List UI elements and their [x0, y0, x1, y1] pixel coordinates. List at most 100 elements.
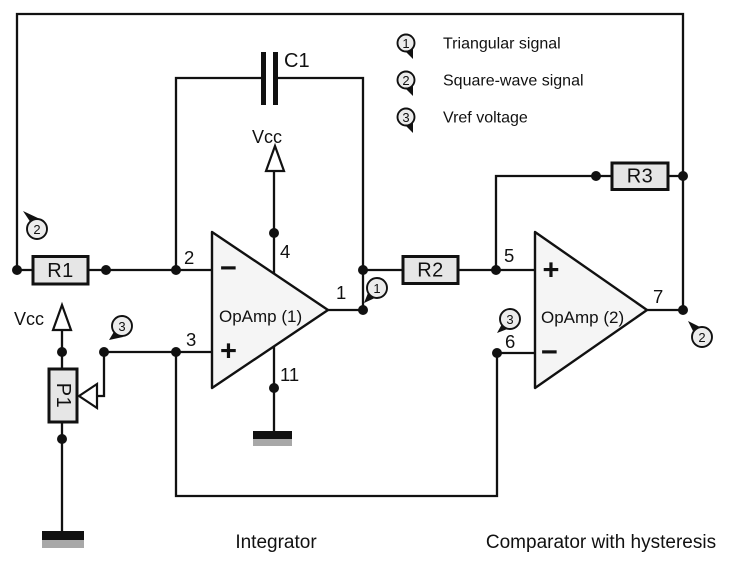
- opamp1-inverting-minus: −: [220, 253, 237, 285]
- pin-label-11: 11: [280, 364, 299, 385]
- vcc-top-arrow-icon: [264, 142, 286, 173]
- p1-body: [47, 367, 79, 424]
- junction-dot: [678, 171, 688, 181]
- junction-dot: [12, 265, 22, 275]
- vcc-supply-top: Vcc: [252, 127, 286, 173]
- legend-bubble-icon: [396, 33, 416, 53]
- legend-number: 2: [402, 73, 409, 88]
- legend-item-triangular: 1 Triangular signal: [396, 33, 561, 59]
- opamp2: OpAmp (2) + −: [533, 230, 649, 390]
- capacitor-c1: C1: [261, 50, 310, 105]
- legend: 1 Triangular signal 2 Square-wave signal…: [396, 33, 584, 133]
- pin-label-1: 1: [336, 282, 346, 303]
- ground-symbol-opamp1: [253, 431, 292, 446]
- junction-dot: [678, 305, 688, 315]
- junction-dot: [492, 348, 502, 358]
- opamp2-noninverting-plus: +: [543, 255, 560, 287]
- opamp2-inverting-minus: −: [541, 337, 558, 369]
- ground-shadow: [253, 439, 292, 446]
- opamp1-label: OpAmp (1): [219, 307, 302, 326]
- ground-bar-icon: [42, 531, 84, 540]
- legend-bubble-icon: [396, 107, 416, 127]
- resistor-r2: R2: [401, 255, 460, 285]
- opamp1-noninverting-plus: +: [220, 336, 237, 368]
- section-label-comparator: Comparator with hysteresis: [486, 532, 716, 553]
- callout-bubble-icon: [26, 218, 48, 240]
- junction-dot: [591, 171, 601, 181]
- junction-dot: [99, 347, 109, 357]
- junction-dot: [358, 305, 368, 315]
- potentiometer-p1: P1: [47, 367, 99, 424]
- callout-vref-in: 3: [109, 315, 133, 340]
- callout-number: 2: [698, 330, 705, 345]
- r1-label: R1: [47, 260, 74, 282]
- pin-label-3: 3: [186, 329, 196, 350]
- callout-number: 3: [506, 312, 513, 327]
- ground-shadow: [42, 540, 84, 548]
- junction-dot: [57, 434, 67, 444]
- junction-dot: [269, 228, 279, 238]
- junction-dot: [171, 347, 181, 357]
- vcc-left-arrow-icon: [51, 301, 73, 332]
- pin-label-5: 5: [504, 245, 514, 266]
- r2-label: R2: [417, 260, 444, 282]
- c1-label: C1: [284, 50, 310, 72]
- r1-body: [31, 255, 90, 286]
- p1-wiper-arrow-icon: [77, 381, 99, 411]
- opamp1: OpAmp (1) − +: [210, 230, 330, 390]
- callout-bubble-icon: [499, 308, 521, 330]
- junction-dot: [101, 265, 111, 275]
- ground-symbol-p1: [42, 531, 84, 548]
- r2-body: [401, 255, 460, 285]
- junction-dot: [269, 383, 279, 393]
- callout-square-feedback: 2: [23, 211, 48, 240]
- pin-label-7: 7: [653, 286, 663, 307]
- vcc-top-label: Vcc: [252, 127, 282, 147]
- wire-outer-feedback-loop: [15, 12, 685, 310]
- resistor-r3: R3: [610, 161, 670, 191]
- legend-label: Vref voltage: [443, 110, 528, 127]
- legend-number: 1: [402, 36, 409, 51]
- r3-body: [610, 161, 670, 191]
- junction-dot: [491, 265, 501, 275]
- callout-bubble-icon: [111, 315, 133, 337]
- junction-dot: [57, 347, 67, 357]
- vcc-left-label: Vcc: [14, 309, 44, 329]
- p1-label: P1: [52, 383, 74, 408]
- opamp2-label: OpAmp (2): [541, 308, 624, 327]
- callout-number: 1: [373, 281, 380, 296]
- junction-dot: [358, 265, 368, 275]
- callout-bubble-icon: [691, 326, 713, 348]
- legend-label: Triangular signal: [443, 36, 561, 53]
- vcc-supply-left: Vcc: [14, 301, 73, 332]
- callout-square-out: 2: [688, 321, 713, 348]
- r3-label: R3: [627, 166, 654, 188]
- legend-number: 3: [402, 110, 409, 125]
- wire-vref-feedback-bottom: [174, 351, 535, 498]
- legend-bubble-icon: [396, 70, 416, 90]
- c1-left-plate: [261, 52, 266, 105]
- resistor-r1: R1: [31, 255, 90, 286]
- junction-dots: [12, 171, 688, 444]
- pin-label-6: 6: [505, 331, 515, 352]
- wire-c1-feedback-loop: [174, 76, 365, 310]
- callout-triangular-out: 1: [364, 277, 388, 303]
- callout-bubble-icon: [366, 277, 388, 299]
- ground-bar-icon: [253, 431, 292, 439]
- legend-item-vref: 3 Vref voltage: [396, 107, 528, 133]
- wire-p1-wiper: [97, 352, 106, 398]
- callout-number: 3: [118, 319, 125, 334]
- callout-number: 2: [33, 222, 40, 237]
- section-label-integrator: Integrator: [235, 532, 317, 553]
- callout-tail-icon: [364, 293, 377, 303]
- callout-vref-cmp: 3: [497, 308, 521, 333]
- pin-label-2: 2: [184, 247, 194, 268]
- junction-dot: [171, 265, 181, 275]
- opamp1-triangle: [210, 230, 330, 390]
- c1-right-plate: [273, 52, 278, 105]
- pin-label-4: 4: [280, 241, 290, 262]
- callout-tail-icon: [497, 324, 510, 333]
- legend-item-square: 2 Square-wave signal: [396, 70, 584, 96]
